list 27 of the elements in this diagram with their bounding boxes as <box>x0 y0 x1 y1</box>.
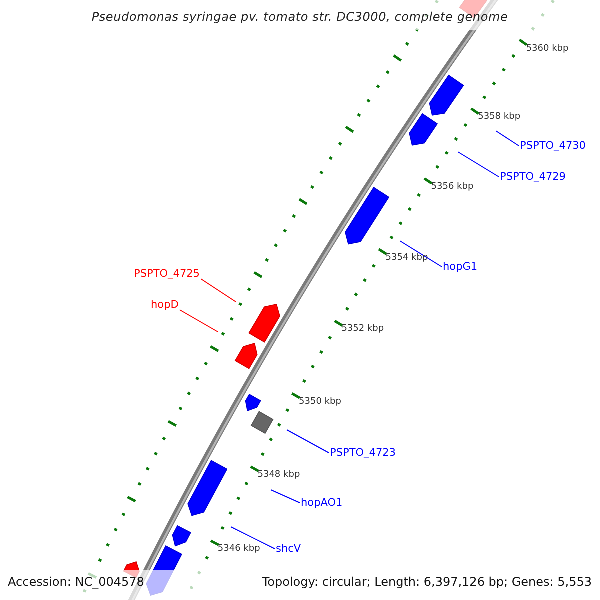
scale-label: 5350 kbp <box>299 396 342 407</box>
gene-label: PSPTO_4730 <box>520 140 586 152</box>
title: Pseudomonas syringae pv. tomato str. DC3000, complete genome <box>90 10 510 24</box>
leader-line <box>230 526 276 550</box>
gene-label: shcV <box>276 543 302 555</box>
leader-line <box>179 310 218 332</box>
leader-line <box>270 490 300 504</box>
leader-line <box>200 278 236 302</box>
scale-label: 5356 kbp <box>431 182 474 192</box>
scale-label: 5360 kbp <box>526 44 569 54</box>
scale-label: 5358 kbp <box>478 112 521 122</box>
scale-label: 5346 kbp <box>218 544 260 554</box>
gene-label: hopD <box>151 299 179 311</box>
gene-label: PSPTO_4729 <box>500 171 566 183</box>
scale-label: 5354 kbp <box>386 252 428 263</box>
accession-text: Accession: NC_004578 <box>8 575 144 589</box>
leader-line <box>286 430 330 454</box>
gene-label: hopG1 <box>443 261 478 273</box>
scale-label: 5352 kbp <box>342 324 384 334</box>
genome-info-text: Topology: circular; Length: 6,397,126 bp; Genes: 5,553 <box>262 575 592 589</box>
gene-label: hopAO1 <box>301 497 343 509</box>
scale-label: 5348 kbp <box>258 470 300 480</box>
gene-label: PSPTO_4725 <box>134 268 200 280</box>
leader-line <box>400 240 442 268</box>
leader-line <box>458 152 500 178</box>
leader-line <box>496 130 520 146</box>
gene-label: PSPTO_4723 <box>330 447 396 459</box>
